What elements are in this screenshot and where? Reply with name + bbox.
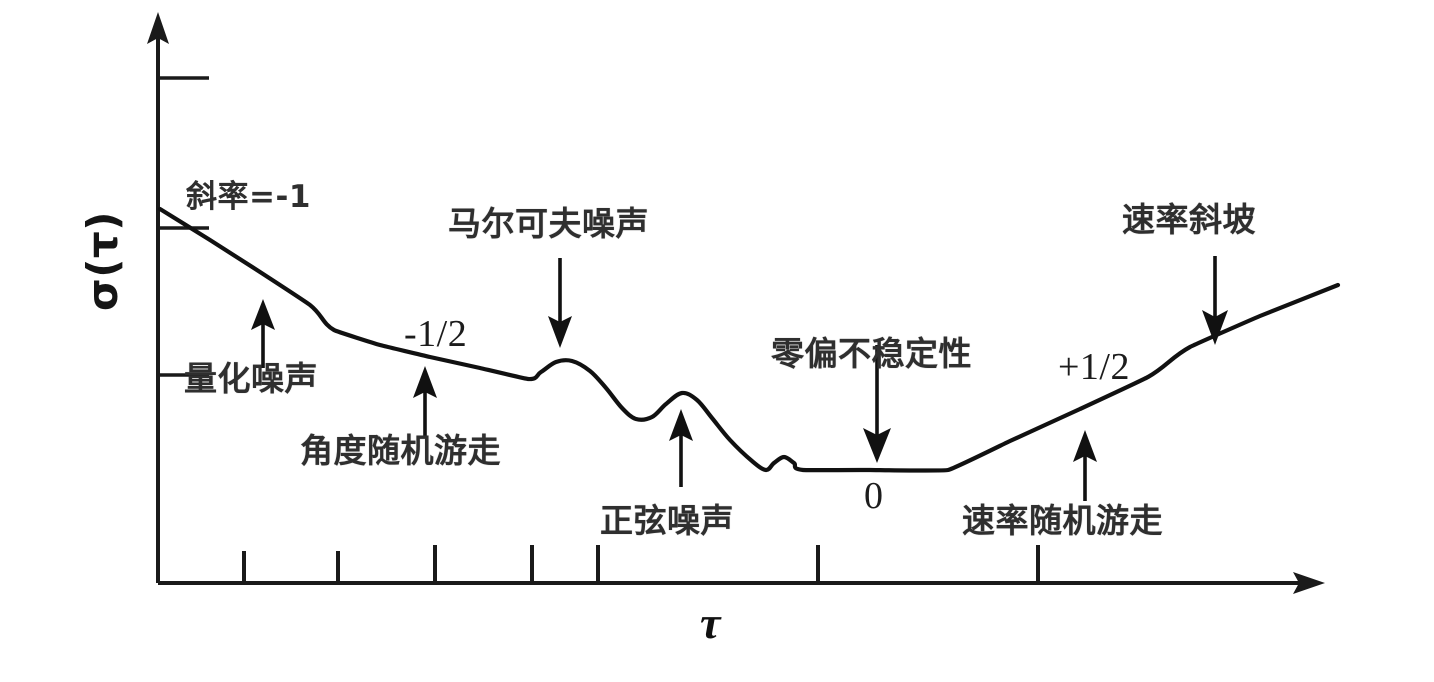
slope-minus-1-label: 斜率=-1 xyxy=(186,179,311,215)
quantization-noise-arrow xyxy=(251,299,275,368)
angle-random-walk-label: 角度随机游走 xyxy=(300,431,501,470)
sinusoidal-noise-label: 正弦噪声 xyxy=(600,501,734,540)
rate-random-walk-arrow xyxy=(1073,430,1097,501)
rate-ramp-label: 速率斜坡 xyxy=(1122,200,1256,239)
bias-instability-arrow xyxy=(863,345,891,463)
y-axis-arrowhead xyxy=(147,12,169,44)
x-axis-label: τ xyxy=(700,597,721,648)
markov-noise-arrow xyxy=(548,258,572,348)
rate-ramp-arrow xyxy=(1202,256,1228,345)
markov-noise-label: 马尔可夫噪声 xyxy=(448,204,649,243)
y-axis-label: σ(τ) xyxy=(78,211,127,311)
sinusoidal-noise-arrow xyxy=(669,409,693,487)
axes-group xyxy=(147,12,1325,594)
bias-instability-label: 零偏不稳定性 xyxy=(771,334,972,373)
quantization-noise-label: 量化噪声 xyxy=(184,359,318,398)
x-axis-arrowhead xyxy=(1293,572,1325,594)
slope-minus-half-label: -1/2 xyxy=(404,313,468,355)
allan-deviation-curve xyxy=(157,206,1341,473)
slope-zero-label: 0 xyxy=(864,475,884,517)
rate-random-walk-label: 速率随机游走 xyxy=(962,501,1163,540)
angle-random-walk-arrow xyxy=(413,366,437,437)
slope-plus-half-label: +1/2 xyxy=(1058,346,1130,388)
